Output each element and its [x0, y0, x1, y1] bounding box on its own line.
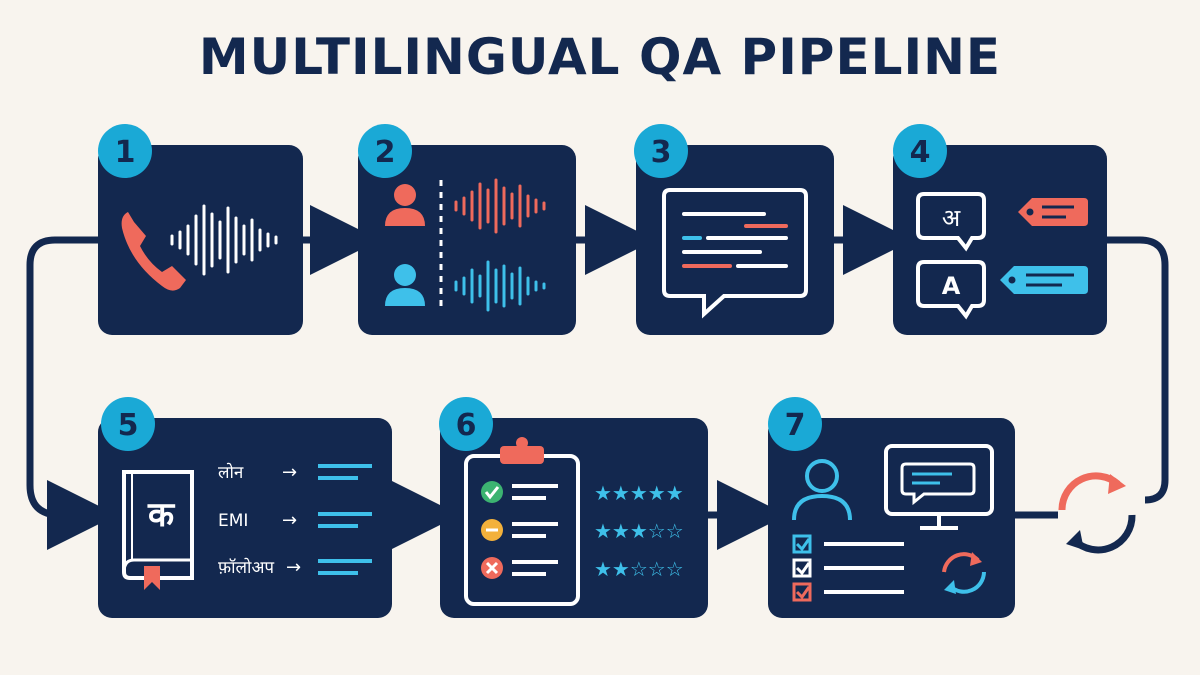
page-title: MULTILINGUAL QA PIPELINE: [198, 28, 1002, 86]
step-5-badge: 5: [101, 397, 155, 451]
user-icon: [792, 459, 852, 521]
step-3-number: 3: [651, 135, 672, 170]
refresh-icon: [942, 552, 986, 594]
speaker-icon: [385, 184, 425, 226]
step-4-badge: 4: [893, 124, 947, 178]
term-label: लोन: [218, 462, 244, 483]
phone-icon: [121, 212, 186, 291]
cycle-icon: [1058, 472, 1136, 554]
arrow-loop-left: [26, 236, 117, 550]
connectors: [26, 205, 1169, 550]
rating-empty: ☆☆: [648, 519, 684, 543]
checkbox-icon: [792, 534, 904, 554]
step-4-number: 4: [910, 135, 931, 170]
native-glyph: अ: [942, 204, 961, 232]
step-5-card: क लोन → EMI → फ़ॉलोअप →: [98, 418, 392, 618]
term-arrow: →: [282, 510, 297, 531]
tag-icon: [1018, 198, 1088, 226]
checkbox-icon: [792, 582, 904, 602]
step-4-card: अ A: [893, 145, 1107, 335]
rating-filled: ★★★: [594, 519, 648, 543]
dictionary-icon: क: [122, 470, 194, 590]
star-rating: ★★☆☆☆: [594, 557, 684, 581]
star-icon: ★★★☆☆: [594, 519, 684, 543]
latin-glyph: A: [942, 272, 961, 300]
checkbox-icon: [792, 558, 904, 578]
step-2-card: [358, 145, 576, 335]
step-5-number: 5: [118, 408, 139, 443]
step-2-number: 2: [375, 135, 396, 170]
step-1-number: 1: [115, 135, 136, 170]
rating-empty: ☆☆☆: [630, 557, 684, 581]
star-rating: ★★★☆☆: [594, 519, 684, 543]
step-7-number: 7: [785, 408, 806, 443]
waveform-icon: [454, 178, 546, 234]
step-2-badge: 2: [358, 124, 412, 178]
waveform-icon: [454, 260, 546, 312]
term-row: EMI →: [218, 510, 372, 531]
rating-filled: ★★★★★: [594, 481, 684, 505]
star-icon: ★★★★★: [594, 481, 684, 505]
term-label: फ़ॉलोअप: [218, 557, 274, 578]
term-arrow: →: [286, 557, 301, 578]
step-6-number: 6: [456, 408, 477, 443]
term-label: EMI: [218, 511, 248, 531]
star-icon: ★★☆☆☆: [594, 557, 684, 581]
clipboard-icon: [464, 437, 580, 606]
arrow-loop-right: [1107, 236, 1169, 504]
step-6-badge: 6: [439, 397, 493, 451]
term-row: लोन →: [218, 462, 372, 483]
step-1-card: [98, 145, 303, 335]
translate-icon: अ A: [916, 192, 986, 320]
step-1-badge: 1: [98, 124, 152, 178]
book-glyph: क: [147, 495, 176, 535]
step-7-badge: 7: [768, 397, 822, 451]
step-3-card: [636, 145, 834, 335]
chat-icon: [662, 188, 808, 319]
step-7-card: [768, 418, 1015, 618]
speaker-icon: [385, 264, 425, 306]
waveform-icon: [170, 204, 278, 276]
rating-filled: ★★: [594, 557, 630, 581]
star-rating: ★★★★★: [594, 481, 684, 505]
tag-icon: [1000, 266, 1088, 294]
monitor-icon: [884, 444, 994, 530]
step-6-card: ★★★★★ ★★★☆☆ ★★☆☆☆: [440, 418, 708, 618]
step-3-badge: 3: [634, 124, 688, 178]
term-row: फ़ॉलोअप →: [218, 557, 372, 578]
term-arrow: →: [282, 462, 297, 483]
